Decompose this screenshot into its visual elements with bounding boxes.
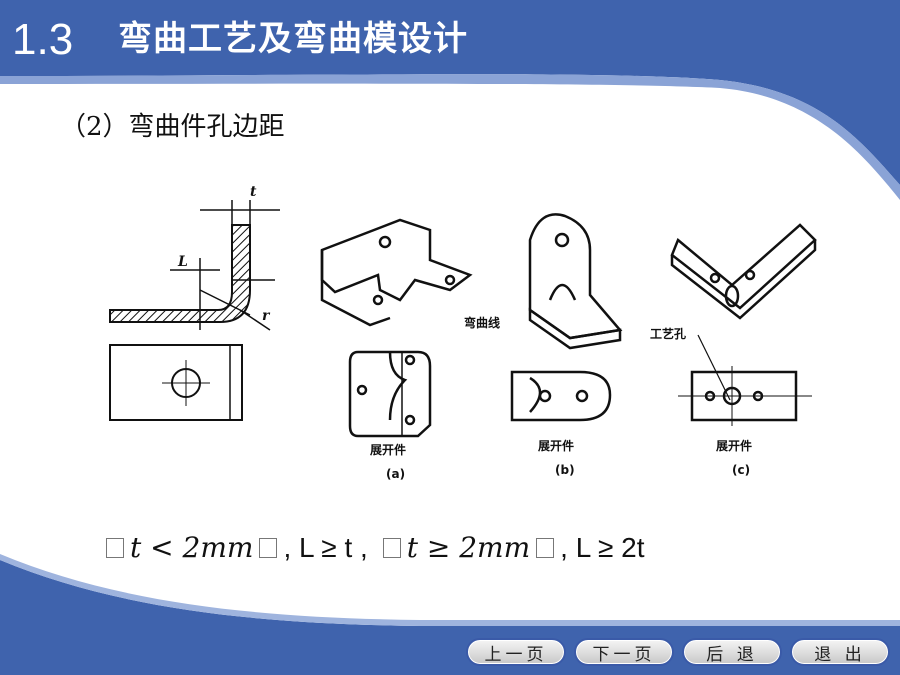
label-r: r [262,308,271,324]
caption-b: (b) [555,463,575,477]
exit-button[interactable]: 退 出 [790,638,890,666]
part-b-iso [528,213,623,350]
blank-b-label: 展开件 [538,438,574,453]
condition-box-icon [259,538,278,558]
section-number: 1.3 [12,15,74,64]
blank-a-label: 展开件 [370,442,406,457]
blank-a [348,350,432,438]
label-t: t [250,184,257,200]
process-hole-label: 工艺孔 [650,326,686,341]
hole-distance-formula: t < 2mm , L ≥ t , t ≥ 2mm , L ≥ 2t [100,534,645,562]
formula-part2: , L ≥ t , [283,532,368,563]
bend-section-view [109,200,280,331]
caption-a: (a) [386,467,405,481]
formula-part1: t < 2mm [130,531,254,564]
blank-c [678,366,812,426]
condition-box-icon [106,538,124,558]
bend-line-label: 弯曲线 [464,315,500,330]
plan-view [109,344,243,421]
slide-title: 弯曲工艺及弯曲模设计 [118,19,468,59]
next-page-button[interactable]: 下一页 [574,638,674,666]
back-button[interactable]: 后 退 [682,638,782,666]
blank-c-label: 展开件 [716,438,752,453]
formula-part4: , L ≥ 2t [560,532,645,563]
formula-part3: t ≥ 2mm [406,531,531,564]
part-c-iso [670,223,817,320]
label-L: L [177,254,188,270]
condition-box-icon [536,538,555,558]
condition-box-icon [382,538,401,558]
blank-b [510,370,612,422]
caption-c: (c) [732,463,750,477]
bend-hole-figure: t L r 展开件 (a) 弯曲线 展开 [109,184,817,481]
subtitle: （2）弯曲件孔边距 [60,112,285,142]
prev-page-button[interactable]: 上一页 [466,638,566,666]
part-a-iso [320,218,473,327]
nav-bar: 上一页 下一页 后 退 退 出 [466,638,890,668]
